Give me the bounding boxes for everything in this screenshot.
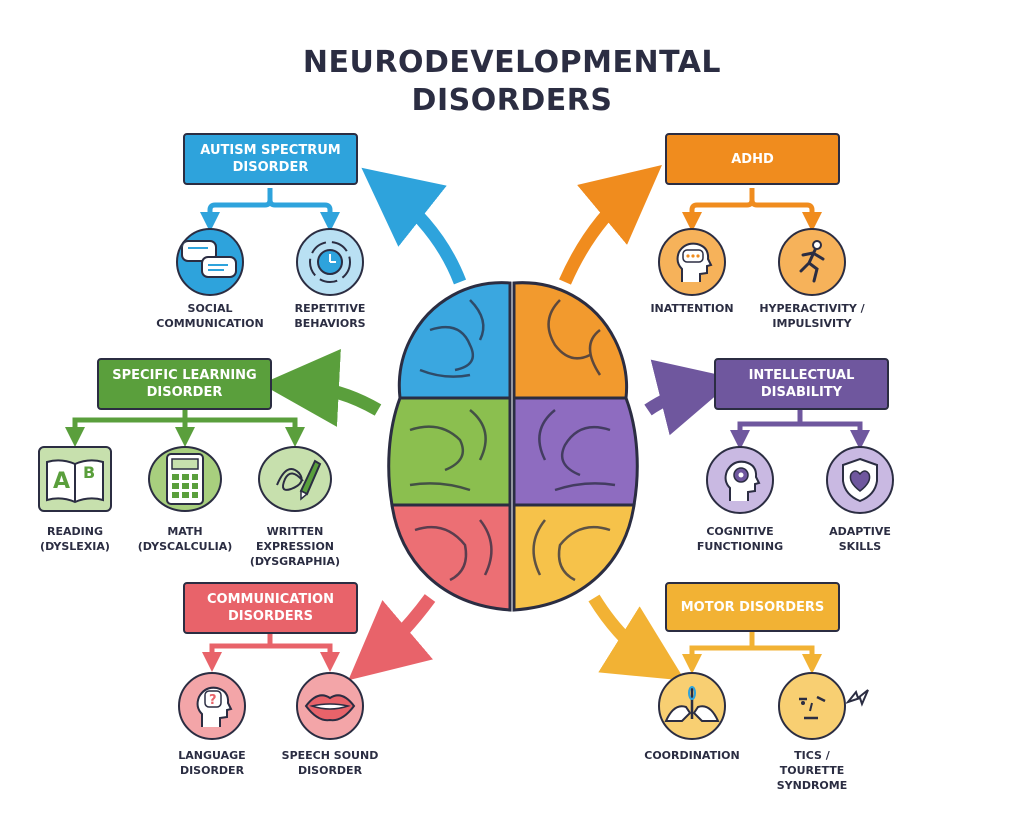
arrow-to-learning bbox=[261, 349, 382, 427]
item-speech-sound-disorder: SPEECH SOUND DISORDER bbox=[281, 749, 379, 777]
category-intellectual: INTELLECTUAL DISABILITY bbox=[714, 358, 889, 410]
mouth-icon bbox=[296, 672, 364, 740]
arrow-to-communication bbox=[348, 594, 436, 681]
page-title: NEURODEVELOPMENTAL DISORDERS bbox=[302, 45, 722, 118]
svg-text:B: B bbox=[83, 463, 95, 482]
item-cognitive-functioning: COGNITIVE FUNCTIONING bbox=[696, 525, 784, 553]
brain-lobe-orange bbox=[512, 281, 629, 400]
svg-text:A: A bbox=[53, 469, 70, 494]
category-autism-label: AUTISM SPECTRUM DISORDER bbox=[200, 143, 341, 175]
svg-text:?: ? bbox=[209, 693, 217, 708]
category-learning: SPECIFIC LEARNING DISORDER bbox=[97, 358, 272, 410]
category-adhd: ADHD bbox=[665, 133, 840, 185]
head-gear-icon bbox=[706, 446, 774, 514]
tic-spark-icon bbox=[846, 689, 869, 707]
brain-lobe-yellow bbox=[512, 503, 636, 612]
arrow-to-autism bbox=[361, 167, 467, 285]
item-adaptive-skills: ADAPTIVE SKILLS bbox=[829, 525, 891, 553]
item-tics-tourette: TICS / TOURETTE SYNDROME bbox=[776, 749, 848, 792]
face-tic-icon bbox=[778, 672, 846, 740]
brain-illustration bbox=[387, 281, 639, 612]
clock-cycle-icon bbox=[296, 228, 364, 296]
category-motor: MOTOR DISORDERS bbox=[665, 582, 840, 632]
item-inattention: INATTENTION bbox=[650, 302, 734, 315]
head-question-icon: ? bbox=[178, 672, 246, 740]
item-language-disorder: LANGUAGE DISORDER bbox=[178, 749, 246, 777]
calculator-icon bbox=[148, 446, 222, 512]
category-motor-label: MOTOR DISORDERS bbox=[680, 599, 825, 615]
item-reading: READING (DYSLEXIA) bbox=[40, 525, 110, 553]
category-adhd-label: ADHD bbox=[731, 151, 774, 167]
brain-lobe-red bbox=[390, 503, 512, 612]
arrow-to-adhd bbox=[559, 165, 662, 285]
item-coordination: COORDINATION bbox=[644, 749, 740, 762]
arrow-to-intellectual bbox=[644, 359, 736, 436]
category-learning-label: SPECIFIC LEARNING DISORDER bbox=[112, 368, 257, 400]
category-communication-label: COMMUNICATION DISORDERS bbox=[207, 592, 334, 624]
item-hyperactivity: HYPERACTIVITY / IMPULSIVITY bbox=[759, 302, 865, 330]
pencil-scribble-icon bbox=[258, 446, 332, 512]
brain-lobe-purple bbox=[512, 396, 639, 507]
book-icon: A B bbox=[38, 446, 112, 512]
item-repetitive-behaviors: REPETITIVE BEHAVIORS bbox=[294, 302, 366, 330]
speech-bubbles-icon bbox=[176, 228, 244, 296]
brain-lobe-green bbox=[387, 396, 512, 507]
item-written-expression: WRITTEN EXPRESSION (DYSGRAPHIA) bbox=[249, 525, 341, 568]
category-autism: AUTISM SPECTRUM DISORDER bbox=[183, 133, 358, 185]
arrow-to-motor bbox=[588, 594, 686, 681]
category-communication: COMMUNICATION DISORDERS bbox=[183, 582, 358, 634]
brain-lobe-blue bbox=[397, 281, 512, 400]
head-thought-icon bbox=[658, 228, 726, 296]
item-math: MATH (DYSCALCULIA) bbox=[137, 525, 233, 553]
running-person-icon bbox=[778, 228, 846, 296]
item-social-communication: SOCIAL COMMUNICATION bbox=[156, 302, 264, 330]
category-intellectual-label: INTELLECTUAL DISABILITY bbox=[748, 368, 855, 400]
hands-needle-icon bbox=[658, 672, 726, 740]
heart-shield-icon bbox=[826, 446, 894, 514]
